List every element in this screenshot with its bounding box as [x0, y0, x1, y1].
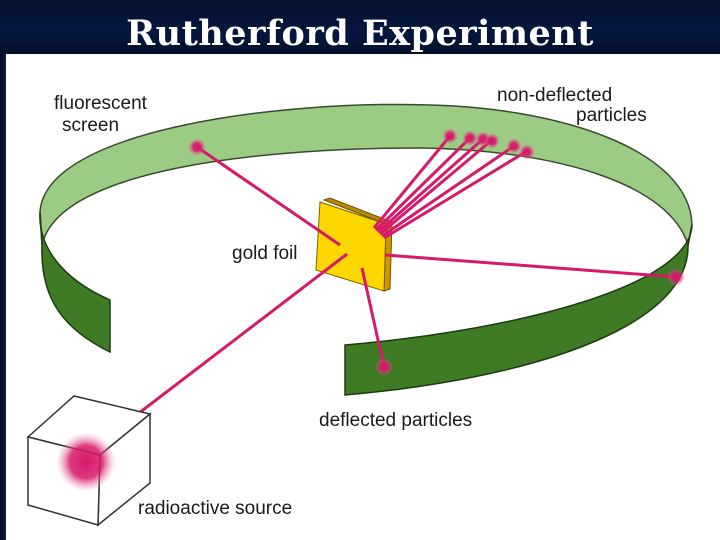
particle-beams	[87, 135, 677, 454]
slide-left-border	[0, 54, 6, 540]
label-nondeflected-line1: non-deflected	[497, 85, 612, 106]
label-radioactive-source: radioactive source	[138, 498, 292, 519]
screen-band-left	[39, 211, 111, 354]
gold-foil	[315, 201, 387, 292]
label-screen-line1: fluorescent	[54, 93, 148, 114]
impact-spots	[188, 128, 685, 376]
back-scattered-beam	[196, 145, 341, 247]
title-bar: Rutherford Experiment	[0, 0, 720, 54]
source-glow	[56, 432, 116, 492]
label-screen-line2: screen	[62, 115, 119, 136]
label-nondeflected-line2: particles	[576, 105, 647, 126]
slide-title: Rutherford Experiment	[126, 13, 594, 54]
impact-spot-bottom	[375, 358, 393, 376]
label-deflected-particles: deflected particles	[319, 410, 472, 431]
rutherford-diagram: fluorescent screen non-deflected particl…	[26, 85, 693, 527]
impact-spot-right	[667, 268, 685, 286]
label-gold-foil: gold foil	[232, 243, 298, 264]
impact-spot-back	[188, 138, 206, 156]
deflected-beam-down	[360, 267, 386, 368]
deflected-beam-right	[384, 253, 677, 279]
screen-band-right	[344, 224, 693, 396]
